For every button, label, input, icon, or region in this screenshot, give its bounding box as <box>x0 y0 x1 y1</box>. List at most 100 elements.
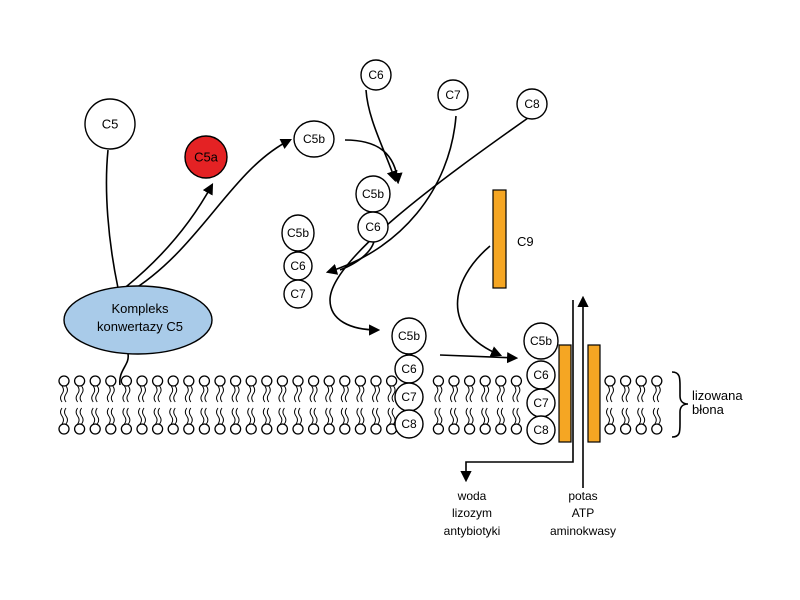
lipid-tail <box>469 407 474 425</box>
lipid-head-outer <box>307 375 320 387</box>
lipid-head-outer <box>635 375 647 387</box>
lipid-tail <box>516 385 521 403</box>
convertase-to-c5-line <box>105 149 119 289</box>
lipid-head-outer <box>183 375 195 387</box>
lipid-tail <box>500 407 505 425</box>
lipid-head-outer <box>292 375 304 387</box>
lipid-head-inner <box>292 423 304 435</box>
c5-node: C5 <box>84 98 136 150</box>
lipid-tail <box>485 385 490 403</box>
lipid-head-inner <box>635 423 647 435</box>
lipid-head-outer <box>339 375 351 387</box>
lipid-head-outer <box>354 375 367 387</box>
lipid-head-inner <box>651 423 663 435</box>
mac-c8-label: C8 <box>533 423 549 437</box>
lipid-tail <box>91 407 96 425</box>
lipid-tail <box>266 385 271 403</box>
lipid-tail <box>621 385 626 403</box>
lipid-tail <box>637 407 642 425</box>
lipid-tail <box>641 385 646 403</box>
c5b6-c6-label: C6 <box>365 220 381 234</box>
lipid-tail <box>64 407 68 425</box>
lipid-tail <box>309 407 314 425</box>
lipid-tail <box>512 385 517 403</box>
inflow-item-amino-acids: aminokwasy <box>550 524 616 538</box>
c5b67-c6-label: C6 <box>290 259 306 273</box>
lipid-head-outer <box>619 375 632 387</box>
lipid-tail <box>79 407 84 425</box>
lipid-head-inner <box>354 423 367 435</box>
arrow-c5b678-to-mac <box>439 352 519 364</box>
lipid-tail <box>652 407 657 425</box>
lipid-head-inner <box>136 423 148 435</box>
lipid-head-inner <box>479 423 491 435</box>
lipid-tail <box>391 385 396 403</box>
lipid-tail <box>450 385 454 403</box>
lipid-tail <box>122 407 127 425</box>
lipid-head-inner <box>229 423 242 435</box>
lipid-tail <box>329 385 334 403</box>
lipid-tail <box>325 407 330 425</box>
lipid-head-inner <box>183 423 195 435</box>
lipid-tail <box>294 385 298 403</box>
lipid-tail <box>606 385 610 403</box>
lipid-head-inner <box>245 423 257 435</box>
lipid-tail <box>360 407 365 425</box>
inflow-caption: potas ATP aminokwasy <box>550 489 616 538</box>
lipid-tail <box>60 385 64 403</box>
arrow-c6-to-c5b <box>365 89 398 183</box>
lipid-head-inner <box>339 423 351 435</box>
lipid-head-outer <box>276 375 289 387</box>
lipid-tail <box>610 407 614 425</box>
lipid-head-inner <box>198 423 211 435</box>
c5b6-complex: C5b C6 <box>355 175 391 243</box>
lipid-tail <box>376 385 380 403</box>
lipid-tail <box>126 407 131 425</box>
lipid-tail <box>313 407 318 425</box>
lipid-head-inner <box>261 423 273 435</box>
c7-free-node: C7 <box>437 79 469 111</box>
lipid-tail <box>485 407 490 425</box>
lipid-head-outer <box>261 375 273 387</box>
lipid-tail <box>625 385 630 403</box>
lipid-tail <box>231 385 236 403</box>
lipid-tail <box>235 407 240 425</box>
c5b-label: C5b <box>303 132 325 146</box>
c9-label: C9 <box>517 234 534 249</box>
inflow-item-atp: ATP <box>572 506 594 520</box>
lipid-tail <box>625 407 630 425</box>
pore-c9-left <box>558 344 572 443</box>
lipid-head-outer <box>89 375 101 387</box>
lipid-tail <box>188 407 193 425</box>
lipid-head-inner <box>58 423 70 435</box>
c5b678-c7-label: C7 <box>401 390 417 404</box>
lipid-tail <box>106 385 111 403</box>
lipid-tail <box>340 385 345 403</box>
lipid-tail <box>247 407 252 425</box>
lipid-tail <box>387 407 392 425</box>
mac-c6-label: C6 <box>533 368 549 382</box>
lipid-tail <box>344 385 349 403</box>
lipid-head-inner <box>323 423 335 435</box>
lipid-tail <box>606 407 610 425</box>
lipid-tail <box>91 385 96 403</box>
lipid-tail <box>188 385 193 403</box>
convertase-anchor <box>119 353 129 386</box>
lipid-tail <box>220 407 224 425</box>
lipid-tail <box>251 407 256 425</box>
lipid-head-inner <box>105 423 117 435</box>
lipid-tail <box>454 385 458 403</box>
lipid-tail <box>356 385 361 403</box>
lipid-head-outer <box>604 375 616 387</box>
lipid-tail <box>169 407 174 425</box>
lipid-head-outer <box>214 375 226 387</box>
lipid-head-outer <box>432 375 445 387</box>
c6-free-label: C6 <box>368 68 384 82</box>
lipid-tail <box>184 385 189 403</box>
c5b678-c6-label: C6 <box>401 362 417 376</box>
lipid-tail <box>138 385 142 403</box>
membrane-label-line2: błona <box>692 402 725 417</box>
c5b67-c5b-label: C5b <box>287 226 309 240</box>
lipid-head-inner <box>307 423 320 435</box>
c5-label: C5 <box>102 117 119 132</box>
